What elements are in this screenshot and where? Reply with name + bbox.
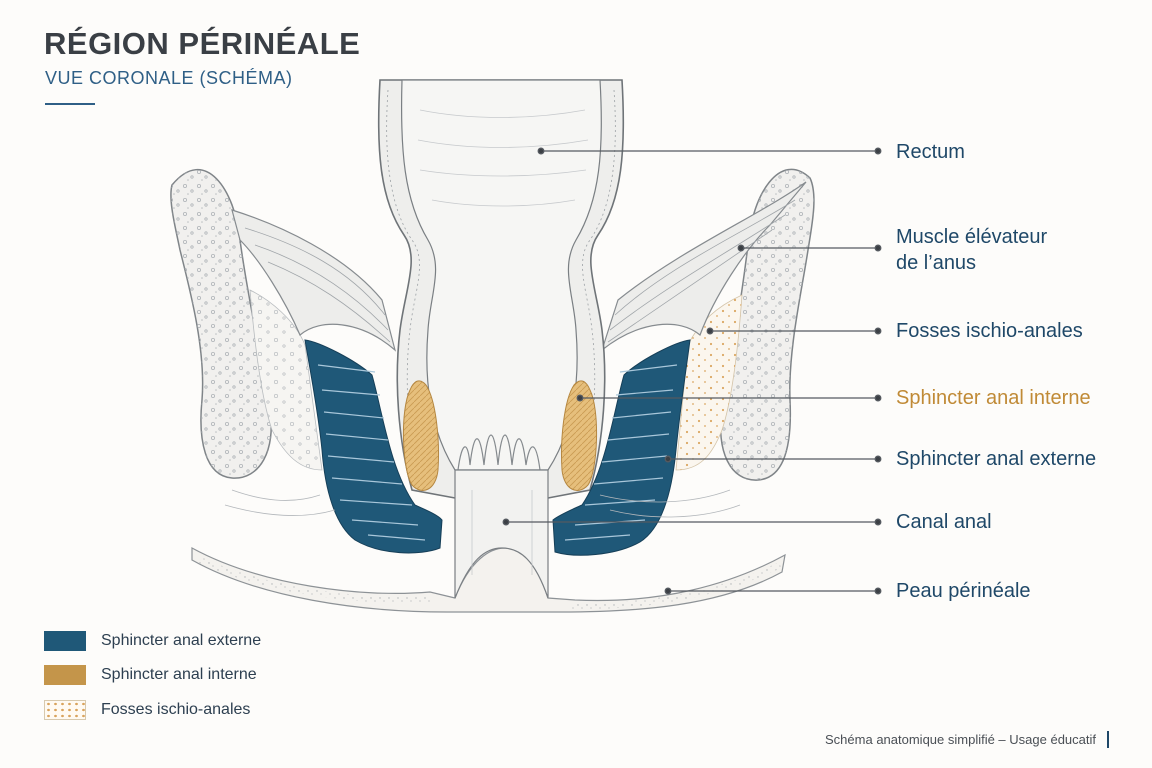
label-levator-ani-line2: de l’anus: [896, 252, 977, 274]
legend-swatch-dots: [44, 700, 86, 720]
legend-item-external-sphincter: Sphincter anal externe: [44, 631, 261, 651]
page-title: RÉGION PÉRINÉALE: [44, 26, 361, 61]
left-external-sphincter: [304, 339, 443, 554]
legend-item-internal-sphincter: Sphincter anal interne: [44, 665, 257, 685]
footer-note: Schéma anatomique simplifié – Usage éduc…: [825, 732, 1096, 747]
anal-canal-shape: [454, 469, 549, 599]
footer-divider: [1107, 731, 1109, 748]
label-anal-canal: Canal anal: [896, 511, 992, 533]
label-perineal-skin: Peau périnéale: [896, 580, 1031, 602]
leader-lines: [502, 147, 882, 595]
label-external-sphincter: Sphincter anal externe: [896, 448, 1097, 470]
right-external-sphincter: [552, 339, 691, 556]
page-subtitle: VUE CORONALE (SCHÉMA): [45, 68, 293, 88]
legend-swatch-blue: [44, 631, 86, 651]
legend-label: Sphincter anal interne: [101, 666, 257, 683]
label-rectum: Rectum: [896, 141, 965, 163]
perineal-skin-shape: [191, 546, 786, 613]
legend-label: Fosses ischio-anales: [101, 701, 251, 718]
anal-columns: [457, 434, 541, 471]
label-ischioanal-fossae: Fosses ischio-anales: [896, 320, 1083, 342]
label-levator-ani-line1: Muscle élévateur: [896, 226, 1048, 248]
legend-label: Sphincter anal externe: [101, 632, 262, 649]
legend-item-ischioanal-fossae: Fosses ischio-anales: [44, 700, 250, 720]
title-underline: [45, 103, 95, 105]
label-internal-sphincter: Sphincter anal interne: [896, 387, 1091, 409]
left-internal-sphincter: [402, 380, 439, 491]
legend-swatch-amber: [44, 665, 86, 685]
right-internal-sphincter: [561, 380, 598, 491]
left-levator-ani: [231, 209, 397, 352]
